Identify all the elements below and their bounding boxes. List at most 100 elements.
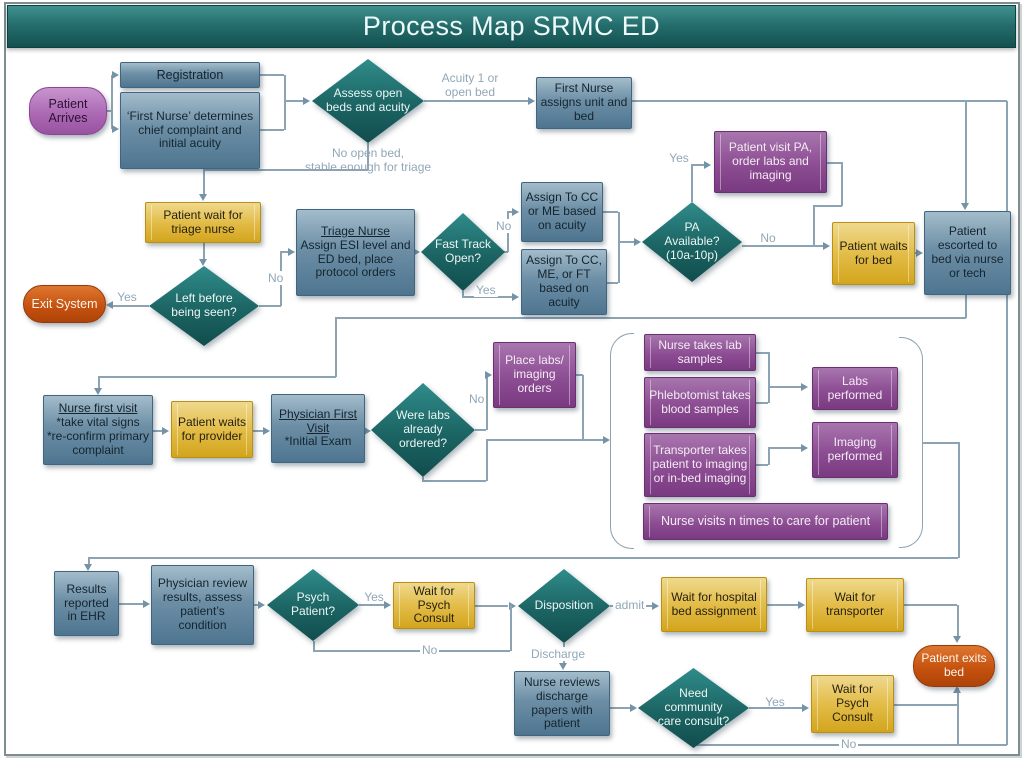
connector xyxy=(359,604,385,606)
arrowhead xyxy=(106,301,113,309)
connector xyxy=(756,402,768,404)
connector xyxy=(462,291,464,297)
node-wait-hospital-bed: Wait for hospital bed assignment xyxy=(661,577,767,632)
arrowhead xyxy=(509,602,516,610)
node-physician-review: Physician review results, assess patient… xyxy=(151,565,254,645)
decision-fast-track: Fast Track Open? xyxy=(421,213,505,291)
arrowhead xyxy=(512,293,519,301)
connector xyxy=(88,558,90,566)
connector xyxy=(260,74,284,76)
connector xyxy=(88,557,958,559)
connector xyxy=(313,641,315,651)
node-wait-transporter: Wait for transporter xyxy=(806,578,904,632)
decision-psych-patient: Psych Patient? xyxy=(267,569,359,641)
connector xyxy=(253,430,264,432)
arrowhead xyxy=(801,444,808,452)
connector xyxy=(756,464,768,466)
arrowhead xyxy=(559,663,567,670)
arrowhead xyxy=(413,248,420,256)
connector xyxy=(1006,101,1008,745)
arrowhead xyxy=(162,427,169,435)
arrowhead xyxy=(199,259,207,266)
node-nurse-visits-n: Nurse visits n times to care for patient xyxy=(643,503,888,540)
edge-label-yes-community: Yes xyxy=(765,695,785,709)
connector xyxy=(260,129,284,131)
connector xyxy=(923,442,958,444)
connector xyxy=(486,440,488,481)
node-patient-escorted: Patient escorted to bed via nurse or tec… xyxy=(924,211,1011,295)
node-wait-psych-1: Wait for Psych Consult xyxy=(393,582,475,629)
decision-disposition: Disposition xyxy=(518,569,610,643)
connector xyxy=(335,317,966,319)
connector xyxy=(422,477,424,482)
arrowhead xyxy=(112,71,119,79)
decision-need-community-consult: Need community care consult? xyxy=(638,668,749,748)
connector xyxy=(768,447,802,449)
nurse-first-visit-heading: Nurse first visit xyxy=(58,401,138,416)
connector xyxy=(259,305,281,307)
arrowhead xyxy=(112,125,119,133)
connector xyxy=(98,376,336,378)
connector xyxy=(965,101,967,205)
connector xyxy=(335,318,337,377)
connector xyxy=(582,375,584,440)
connector xyxy=(153,430,163,432)
connector xyxy=(284,100,304,102)
connector xyxy=(424,100,529,102)
connector xyxy=(632,100,1007,102)
decision-left-before-seen: Left before being seen? xyxy=(149,266,259,346)
edge-label-no-open-bed: No open bed, stable enough for triage xyxy=(304,146,432,175)
connector xyxy=(254,604,260,606)
connector xyxy=(813,205,842,207)
arrowhead xyxy=(603,436,610,444)
node-imaging-performed: Imaging performed xyxy=(812,422,898,478)
decision-were-labs-ordered: Were labs already ordered? xyxy=(371,383,475,477)
edge-label-yes-pa: Yes xyxy=(669,151,689,165)
edge-label-yes-exit: Yes xyxy=(117,290,137,304)
connector xyxy=(98,377,100,390)
edge-label-no-pa: No xyxy=(760,231,776,245)
edge-label-yes-fast-track: Yes xyxy=(474,283,498,298)
connector xyxy=(119,603,144,605)
arrowhead xyxy=(528,97,535,105)
connector xyxy=(957,688,959,745)
node-patient-arrives: Patient Arrives xyxy=(29,87,107,135)
connector xyxy=(576,374,583,376)
connector xyxy=(749,707,804,709)
connector xyxy=(510,605,512,651)
arrowhead xyxy=(485,371,492,379)
node-results-reported: Results reported in EHR xyxy=(54,571,119,636)
node-patient-exits-bed: Patient exits bed xyxy=(913,645,995,687)
edge-label-no-community: No xyxy=(839,737,859,752)
connector xyxy=(827,162,842,164)
node-assign-cc-me: Assign To CC or ME based on acuity xyxy=(521,182,603,242)
connector xyxy=(313,650,510,652)
connector xyxy=(904,604,957,606)
edge-label-no-left: No xyxy=(266,271,286,286)
arrowhead xyxy=(303,97,310,105)
node-triage-nurse: Triage Nurse Assign ESI level and ED bed… xyxy=(296,209,415,296)
connector xyxy=(742,245,824,247)
node-physician-first-visit: Physician First Visit *Initial Exam xyxy=(271,394,365,463)
node-patient-waits-provider: Patient waits for provider xyxy=(171,401,253,458)
connector xyxy=(768,386,802,388)
connector xyxy=(107,110,112,112)
edge-label-yes-psych: Yes xyxy=(364,590,384,604)
edge-label-admit: admit xyxy=(613,598,647,613)
group-bracket-right xyxy=(899,337,923,548)
connector xyxy=(111,75,113,129)
node-registration: Registration xyxy=(120,62,260,88)
node-patient-wait-triage: Patient wait for triage nurse xyxy=(145,202,261,243)
connector xyxy=(618,241,636,243)
connector xyxy=(691,164,693,202)
node-exit-system: Exit System xyxy=(23,285,106,323)
node-nurse-takes-labs: Nurse takes lab samples xyxy=(644,334,756,371)
edge-label-no-psych: No xyxy=(420,643,440,658)
arrowhead xyxy=(953,636,961,643)
connector xyxy=(965,295,967,318)
node-patient-waits-bed: Patient waits for bed xyxy=(832,222,915,285)
node-patient-visit-pa: Patient visit PA, order labs and imaging xyxy=(714,131,827,193)
arrowhead xyxy=(634,238,641,246)
arrowhead xyxy=(652,602,659,610)
